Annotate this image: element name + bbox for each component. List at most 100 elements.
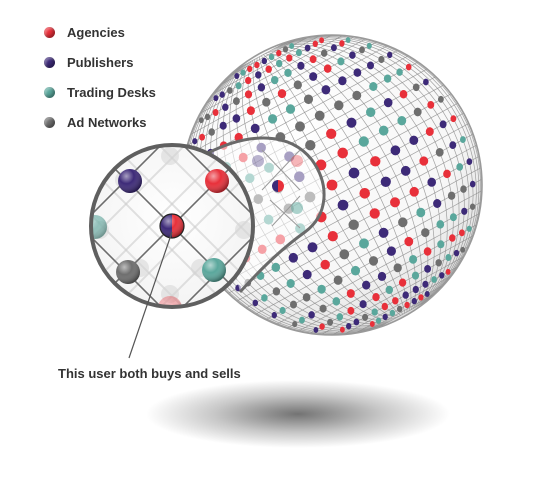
sphere-node [295,121,305,132]
sphere-node [449,141,457,149]
sphere-node [246,106,255,115]
sphere-node [409,255,418,264]
sphere-node [319,304,327,313]
sphere-node [339,249,350,260]
sphere-node [416,207,426,218]
sphere-node [292,321,298,328]
sphere-node [327,230,338,242]
sphere-node [232,114,241,123]
connector-split-right [278,180,284,192]
sphere-node [453,249,460,257]
lens-node-shade [91,215,107,239]
sphere-node [449,234,456,242]
sphere-node [319,323,325,330]
sphere-node [305,139,316,151]
sphere-node [411,297,417,305]
connector-node [252,155,264,167]
sphere-node [295,49,302,57]
sphere-node [252,299,259,307]
sphere-node [424,290,430,298]
sphere-node [309,55,317,64]
sphere-node [199,133,206,141]
split-node-shade [160,214,184,238]
sphere-node [422,280,429,288]
sphere-node [386,246,396,256]
lens-back-node [235,221,253,239]
sphere-node [411,271,420,280]
sphere-node [402,291,409,299]
sphere-node [213,95,219,102]
sphere-node [389,309,396,317]
sphere-node [405,63,412,71]
sphere-node [227,87,233,94]
sphere-node [461,207,468,215]
sphere-node [377,271,387,281]
sphere-node [466,225,472,232]
connector-split-left [272,180,278,192]
sphere-node [398,217,408,228]
ground-shadow [146,380,450,448]
sphere-node [320,49,328,57]
sphere-node [397,116,407,126]
sphere-node [362,280,371,290]
gray-node-icon [44,116,55,128]
sphere-node [204,113,211,121]
callout-pointer [128,231,173,359]
sphere-node [347,306,355,315]
sphere-node [398,278,407,287]
sphere-node [435,147,444,157]
lens-back-line [91,145,253,307]
sphere-node [336,313,344,321]
red-node-icon [44,26,55,38]
sphere-node [353,68,362,77]
sphere-node [359,187,370,199]
sphere-node [330,44,337,52]
sphere-node [466,158,473,165]
mesh-line [285,35,480,302]
sphere-node [286,54,293,62]
lens-back-line [91,145,253,307]
sphere-node [399,90,408,99]
sphere-node [272,287,281,296]
sphere-node [362,313,369,321]
sphere-node [303,94,314,105]
sphere-node [412,285,419,294]
sphere-node [450,115,457,123]
sphere-node [323,64,332,73]
legend-item-ad-networks: Ad Networks [44,112,156,132]
connector-mesh-line [261,149,301,191]
sphere-node [447,191,456,200]
lens-node-shade [205,169,229,193]
sphere-node [419,156,429,166]
sphere-node [439,120,447,129]
sphere-node [348,219,359,231]
sphere-node [350,265,361,276]
legend-item-agencies: Agencies [44,22,156,42]
connector-mesh-line [271,195,301,227]
sphere-node [425,127,434,136]
sphere-node [326,179,338,191]
connector-preview [252,149,303,229]
sphere-node [333,275,343,285]
sphere-node [337,57,345,66]
lens-node-shade [116,260,140,284]
mesh-line [344,275,452,335]
sphere-node [240,69,246,76]
sphere-node [208,128,215,136]
sphere-node [293,80,302,90]
sphere-node [348,167,360,179]
sphere-node [469,180,476,188]
sphere-node [431,276,437,283]
sphere-node [393,263,402,273]
sphere-node [421,228,430,238]
sphere-node [439,272,445,279]
sphere-node [317,284,326,294]
purple-node-icon [44,56,55,68]
sphere-node [445,254,452,261]
sphere-node [299,316,305,324]
sphere-node [390,197,400,208]
sphere-node [369,82,378,91]
sphere-node [314,110,325,121]
sphere-node [307,242,318,253]
sphere-node [366,42,372,49]
